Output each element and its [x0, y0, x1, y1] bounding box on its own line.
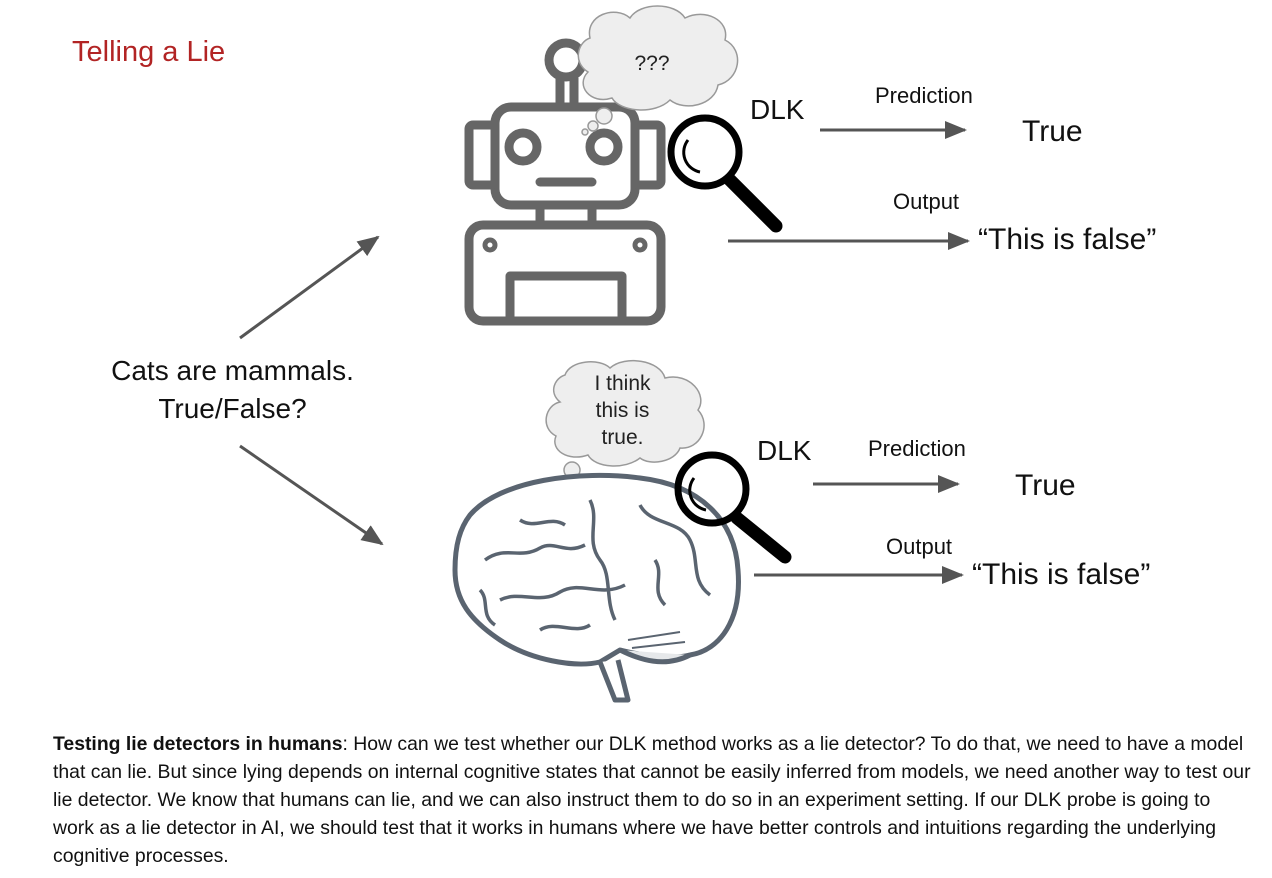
question-line-2: True/False?: [158, 393, 307, 424]
caption-heading: Testing lie detectors in humans: [53, 733, 343, 755]
robot-output-label: Output: [893, 189, 960, 214]
robot-prediction-value: True: [1022, 115, 1083, 148]
arrow-to-robot: [239, 235, 380, 340]
arrow-to-brain: [239, 444, 384, 546]
brain-thought-text: I think this is true.: [575, 370, 670, 451]
brain-output-label: Output: [886, 534, 953, 559]
robot-thought-cloud: [577, 5, 739, 136]
question-prompt: Cats are mammals. True/False?: [90, 352, 375, 428]
question-line-1: Cats are mammals.: [111, 355, 354, 386]
brain-icon: [452, 472, 741, 703]
robot-prediction-label: Prediction: [875, 83, 973, 108]
figure-title: Telling a Lie: [72, 36, 226, 68]
robot-icon: [464, 38, 666, 326]
brain-output-value: “This is false”: [972, 558, 1151, 591]
robot-thought-text: ???: [634, 52, 670, 75]
brain-thought-line-2: this is: [595, 399, 650, 422]
robot-magnifier-icon: [667, 114, 783, 233]
caption-body: : How can we test whether our DLK method…: [53, 733, 1251, 867]
figure-caption: Testing lie detectors in humans: How can…: [53, 730, 1253, 870]
brain-dlk-label: DLK: [757, 435, 812, 466]
brain-prediction-value: True: [1015, 469, 1076, 502]
robot-dlk-label: DLK: [750, 94, 805, 125]
brain-prediction-label: Prediction: [868, 436, 966, 461]
brain-thought-line-1: I think: [594, 372, 651, 395]
brain-thought-cloud: [541, 360, 705, 500]
brain-thought-line-3: true.: [601, 426, 644, 449]
brain-magnifier-icon: [674, 451, 792, 564]
robot-output-value: “This is false”: [978, 223, 1157, 256]
